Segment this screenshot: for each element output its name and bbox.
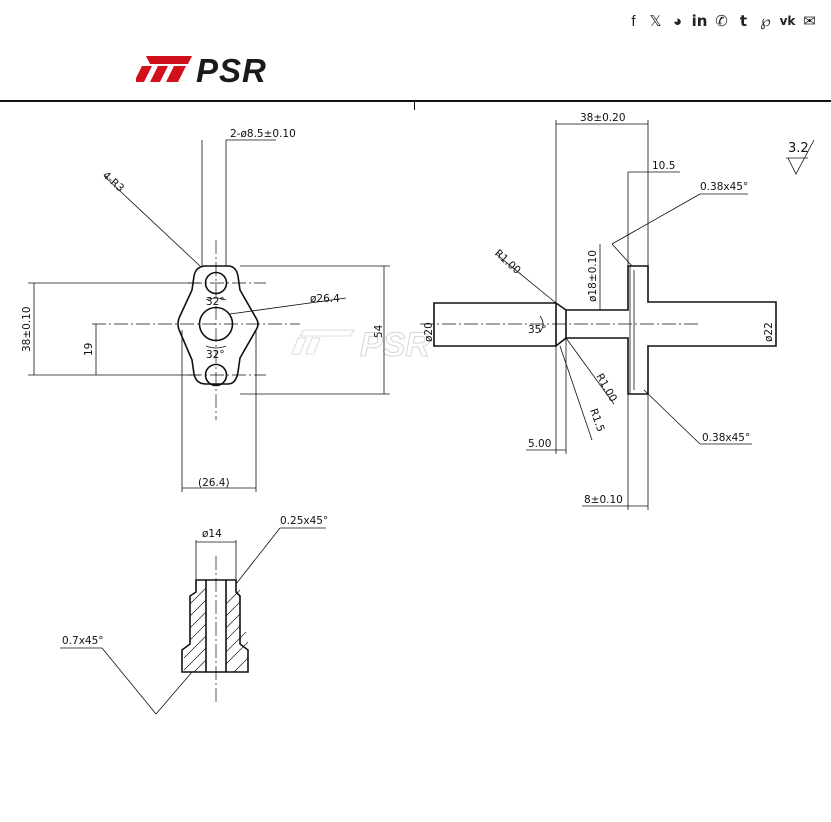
front-view: 2-ø8.5±0.10 4-R3 32° 32° ø26.4 38±0.10 1… — [21, 128, 390, 492]
side-tip-len: 5.00 — [528, 438, 551, 450]
tumblr-icon[interactable]: t — [739, 11, 748, 30]
logo-mark — [136, 56, 192, 82]
side-fillet-top: R1.00 — [492, 247, 523, 276]
side-chamfer-top: 0.38x45° — [700, 181, 748, 193]
vk-icon[interactable]: vk — [779, 14, 796, 28]
section-view: ø14 0.25x45° 0.7x45° — [60, 515, 328, 715]
front-height-dim: 38±0.10 — [21, 306, 33, 352]
reddit-icon[interactable]: ◕ — [672, 12, 683, 30]
x-twitter-icon[interactable]: 𝕏 — [649, 12, 662, 30]
facebook-icon[interactable]: f — [631, 12, 636, 30]
front-angle-top: 32° — [206, 296, 225, 308]
section-chamfer-top: 0.25x45° — [280, 515, 328, 527]
side-flange-thick: 8±0.10 — [584, 494, 623, 506]
psr-logo[interactable]: PSR — [136, 52, 302, 86]
surface-finish-symbol: 3.2 — [786, 139, 815, 175]
front-width-dim: (26.4) — [198, 477, 230, 489]
front-radius-dim: 4-R3 — [100, 169, 126, 194]
side-tube-dia: ø20 — [423, 322, 435, 342]
front-hole-dim: 2-ø8.5±0.10 — [230, 128, 296, 140]
header-divider-tick — [414, 102, 415, 110]
front-angle-bottom: 32° — [206, 349, 225, 361]
side-fillet-bottom: R1.00 — [593, 372, 619, 405]
section-dia: ø14 — [202, 528, 222, 540]
email-icon[interactable]: ✉ — [803, 12, 816, 30]
side-flange-dia: ø22 — [763, 322, 775, 342]
side-bore-dim: ø18±0.10 — [587, 250, 599, 302]
side-flange-offset: 10.5 — [652, 160, 675, 172]
section-chamfer-bottom: 0.7x45° — [62, 635, 104, 647]
front-plate-outline — [177, 265, 259, 385]
section-outline — [181, 579, 249, 673]
logo-text: PSR — [196, 52, 267, 86]
watermark-text: PSR — [360, 326, 430, 364]
front-total-height: 54 — [373, 324, 385, 338]
front-spacing-dim: 19 — [83, 343, 95, 356]
whatsapp-icon[interactable]: ✆ — [715, 12, 728, 30]
side-chamfer-bottom: 0.38x45° — [702, 432, 750, 444]
header-divider — [0, 100, 831, 102]
linkedin-icon[interactable]: in — [691, 11, 708, 30]
watermark: PSR — [291, 326, 431, 365]
share-bar: f 𝕏 ◕ in ✆ t ℘ vk ✉ — [626, 12, 817, 30]
side-view: 38±0.20 10.5 0.38x45° R1.00 ø18±0.10 ø20… — [420, 112, 777, 510]
side-length-dim: 38±0.20 — [580, 112, 626, 124]
pinterest-icon[interactable]: ℘ — [760, 12, 771, 30]
side-fillet-small: R1.5 — [587, 407, 606, 434]
front-outer-dia: ø26.4 — [310, 293, 340, 305]
technical-drawing: 2-ø8.5±0.10 4-R3 32° 32° ø26.4 38±0.10 1… — [21, 112, 815, 715]
side-angle: 35° — [528, 324, 547, 336]
section-hatch-right — [225, 589, 249, 673]
section-hatch-left — [183, 587, 207, 673]
side-tube-outline — [433, 265, 777, 395]
surface-finish-value: 3.2 — [788, 141, 809, 156]
